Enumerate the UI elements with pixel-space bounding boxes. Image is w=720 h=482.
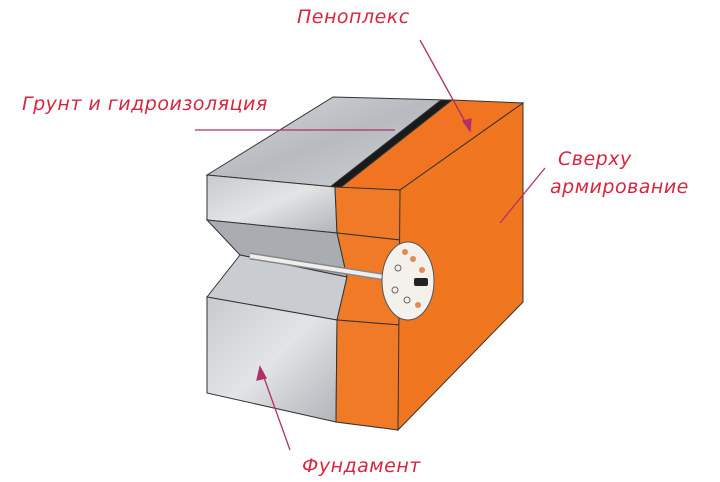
label-foundation: Фундамент — [302, 455, 421, 477]
label-reinforcement-line1: Сверху — [558, 148, 632, 170]
label-reinforcement-line2: армирование — [550, 176, 689, 198]
foam-front-lower — [335, 319, 401, 431]
foam-front-upper — [334, 186, 401, 241]
foam-side-face — [397, 102, 524, 432]
foundation-arrow — [261, 371, 291, 451]
insulation-dowel-icon — [249, 241, 435, 321]
penoplex-arrow — [419, 39, 469, 128]
reinforcement-leader-line — [499, 167, 546, 224]
label-soil-waterproofing: Грунт и гидроизоляция — [22, 93, 268, 115]
label-penoplex: Пеноплекс — [297, 6, 410, 28]
